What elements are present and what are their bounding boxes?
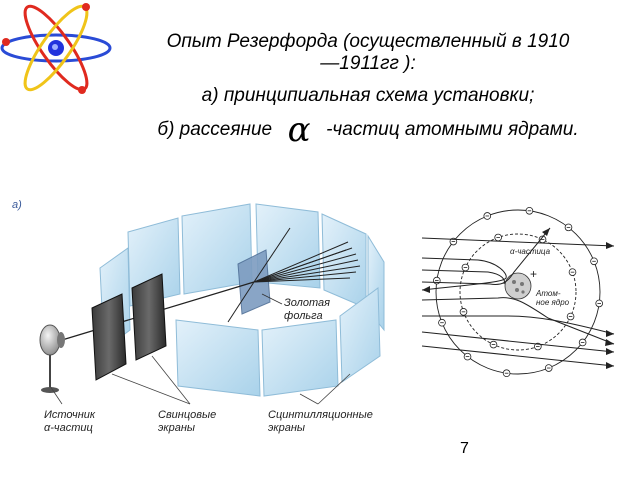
rutherford-setup-diagram: а) Зо xyxy=(12,199,385,434)
electrons xyxy=(432,206,604,378)
setup-label-a: а) xyxy=(12,199,22,211)
title-line-2: —1911гг ): xyxy=(320,53,416,74)
title-line-4: б) рассеяние α -частиц атомными ядрами. xyxy=(96,110,640,150)
title-line-4-end: -частиц атомными ядрами. xyxy=(326,119,579,140)
gold-foil-label-2: фольга xyxy=(284,310,323,322)
nucleus-label-2: ное ядро xyxy=(536,298,570,307)
nucleus-label-1: Атом- xyxy=(535,289,561,298)
source-label-1: Источник xyxy=(44,409,96,421)
scintillation-screens-front xyxy=(99,247,381,397)
gold-foil-label-1: Золотая xyxy=(284,297,330,309)
logo-electron xyxy=(2,38,10,46)
source-label-2: α-частиц xyxy=(44,422,93,434)
lead-screens xyxy=(91,273,167,381)
title-line-1: Опыт Резерфорда (осуществленный в 1910 xyxy=(166,31,570,52)
scint-screens-label-1: Сцинтилляционные xyxy=(268,409,373,421)
logo-orbit-blue xyxy=(0,33,112,63)
alpha-particle-label: α-частица xyxy=(510,247,551,256)
alpha-trajectories xyxy=(421,227,615,367)
leader-lines xyxy=(49,355,351,405)
slide-number: 7 xyxy=(460,440,469,457)
lead-screens-label-1: Свинцовые xyxy=(158,409,216,421)
atomic-nucleus xyxy=(504,272,532,300)
atom-logo xyxy=(0,3,112,94)
outer-electron-orbit xyxy=(435,209,601,375)
trajectory-arrowheads xyxy=(422,228,614,369)
alpha-symbol: α xyxy=(287,110,311,150)
scint-screens-label-2: экраны xyxy=(268,422,305,434)
logo-electron xyxy=(78,86,86,94)
lead-screens-label-2: экраны xyxy=(158,422,195,434)
nucleus-charge: + xyxy=(530,267,537,281)
alpha-scattering-diagram: + α-частица Атом- ное ядро xyxy=(421,206,615,378)
title-line-3: а) принципиальная схема установки; xyxy=(201,85,535,106)
inner-electron-orbit xyxy=(459,233,577,351)
logo-electron xyxy=(82,3,90,11)
scattered-paths xyxy=(227,227,361,323)
title-line-4-start: б) рассеяние xyxy=(157,119,273,140)
alpha-source xyxy=(39,324,65,393)
